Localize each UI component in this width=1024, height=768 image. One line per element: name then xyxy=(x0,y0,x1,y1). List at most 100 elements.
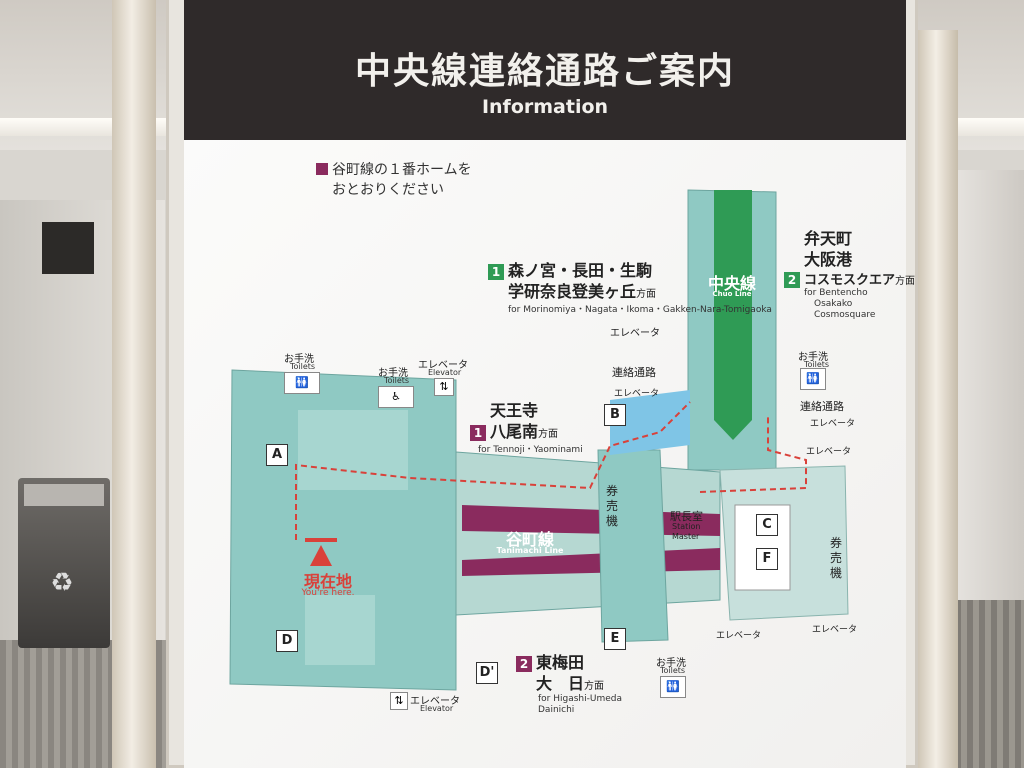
toilet-label-3: お手洗 xyxy=(798,352,828,363)
toilet-label-1: お手洗 xyxy=(284,354,314,365)
elevator-label-8: エレベータ xyxy=(410,696,460,707)
elevator-label-4: エレベータ xyxy=(810,419,856,429)
sign-subtitle: Information xyxy=(481,96,609,118)
sign-title: 中央線連絡通路ご案内 xyxy=(354,51,735,92)
here-bar xyxy=(305,538,337,542)
elevator-label-8-en: Elevator xyxy=(420,704,454,713)
exit-c: C xyxy=(756,514,778,536)
toilet-label-4-en: Toilets xyxy=(660,666,686,675)
passage-label-2: 連絡通路 xyxy=(800,400,844,413)
destination-2-east-en3: Cosmosquare xyxy=(814,310,876,320)
elevator-label-1-en: Elevator xyxy=(428,368,462,377)
toilet-icon: 🚻 xyxy=(284,372,320,394)
elevator-label-7: エレベータ xyxy=(716,631,762,641)
toilet-icon-south: 🚻 xyxy=(660,676,686,698)
right-pillar xyxy=(918,30,958,768)
you-are-here-en: You're here. xyxy=(301,588,355,598)
bottle-icon: ♻ xyxy=(50,568,74,598)
destination-2-east-line1: 弁天町 xyxy=(804,229,853,248)
elevator-icon-south: ⇅ xyxy=(390,692,408,710)
destination-2-east-en1: for Bentencho xyxy=(804,288,868,298)
notice-line-2: おとおりください xyxy=(332,182,444,198)
destination-suffix: 方面 xyxy=(584,681,605,692)
route-line xyxy=(295,401,691,540)
left-pillar xyxy=(112,0,156,768)
destination-1-north-line1: 森ノ宮・長田・生駒 xyxy=(508,261,653,280)
exit-e: E xyxy=(604,628,626,650)
lower-left-stairs xyxy=(305,595,375,665)
destination-2-south-line1: 東梅田 xyxy=(536,653,585,672)
toilet-label-4: お手洗 xyxy=(656,658,686,669)
elevator-icon: ⇅ xyxy=(434,378,454,396)
right-wall xyxy=(955,170,1024,620)
here-arrow-icon xyxy=(310,545,332,566)
station-master-en1: Station xyxy=(672,522,701,531)
tactile-floor-right xyxy=(955,600,1024,768)
destination-suffix: 方面 xyxy=(636,289,657,300)
platform-2-south-badge: 2 xyxy=(516,656,532,672)
tanimachi-square-icon xyxy=(316,163,328,175)
passage-b xyxy=(610,390,690,455)
elevator-label-3: エレベータ xyxy=(614,389,660,399)
exit-a: A xyxy=(266,444,288,466)
notice-text: 谷町線の１番ホームを おとおりください xyxy=(316,160,536,200)
ticket-machine-label-2: 券売機 xyxy=(830,536,843,580)
destination-2-south-line2: 大 日 xyxy=(536,674,585,693)
accessible-toilet-icon: ♿ xyxy=(378,386,414,408)
platform-2-badge: 2 xyxy=(784,272,800,288)
elevator-label-1: エレベータ xyxy=(418,360,468,371)
elevator-label-2: エレベータ xyxy=(610,328,660,339)
you-are-here-label: 現在地 xyxy=(303,572,352,591)
left-stairs xyxy=(298,410,408,490)
tanimachi-line-label-en: Tanimachi Line xyxy=(496,546,564,555)
destination-2-east-line3: コスモスクエア xyxy=(804,273,896,288)
destination-2-south-en: for Higashi-Umeda Dainichi xyxy=(538,694,622,716)
exit-d: D xyxy=(276,630,298,652)
sign-header xyxy=(184,0,906,156)
station-master-en2: Master xyxy=(672,532,700,541)
chuo-line-label-en: Chuo Line xyxy=(712,290,752,298)
tanimachi-line-label: 谷町線 xyxy=(505,530,554,549)
notice-line-1: 谷町線の１番ホームを xyxy=(332,162,472,178)
chuo-line-label: 中央線 xyxy=(707,274,756,293)
toilet-label-3-en: Toilets xyxy=(804,360,830,369)
destination-1-south-line1: 天王寺 xyxy=(490,401,539,420)
destination-1-south-en: for Tennoji・Yaominami xyxy=(478,445,583,455)
passage-label-1: 連絡通路 xyxy=(612,366,656,379)
small-overhead-sign xyxy=(42,222,94,274)
destination-1-north-line2: 学研奈良登美ヶ丘 xyxy=(508,282,637,301)
exit-f: F xyxy=(756,548,778,570)
destination-suffix: 方面 xyxy=(895,276,916,287)
toilet-label-1-en: Toilets xyxy=(290,362,316,371)
destination-suffix: 方面 xyxy=(538,429,559,440)
recycle-bin-top xyxy=(24,484,104,506)
chuo-line-track xyxy=(714,190,752,440)
station-master-label: 駅長室 xyxy=(670,510,703,523)
destination-2-east: 弁天町 大阪港 2 コスモスクエア方面 xyxy=(784,228,915,292)
destination-2-east-en2: Osakako xyxy=(814,299,853,309)
destination-2-east-line2: 大阪港 xyxy=(804,250,853,269)
destination-2-south-en2: Dainichi xyxy=(538,705,575,715)
exit-d-prime: D' xyxy=(476,662,498,684)
destination-1-south-line2: 八尾南 xyxy=(490,422,539,441)
ticket-machine-label-1: 券売機 xyxy=(606,484,619,528)
destination-2-south-en1: for Higashi-Umeda xyxy=(538,694,622,704)
exit-b: B xyxy=(604,404,626,426)
elevator-label-5: エレベータ xyxy=(806,447,852,457)
platform-1-badge: 1 xyxy=(488,264,504,280)
platform-1-south-badge: 1 xyxy=(470,425,486,441)
elevator-label-6: エレベータ xyxy=(812,625,858,635)
toilet-label-2-en: Toilets xyxy=(384,376,410,385)
route-line-east xyxy=(699,415,807,493)
center-concourse xyxy=(597,449,669,643)
recycle-bin xyxy=(18,478,110,648)
toilet-label-2: お手洗 xyxy=(378,368,408,379)
destination-1-north-en: for Morinomiya・Nagata・Ikoma・Gakken-Nara-… xyxy=(508,305,772,315)
destination-2-east-en: for Bentencho Osakako Cosmosquare xyxy=(804,288,875,321)
toilet-icon-east: 🚻 xyxy=(800,368,826,390)
